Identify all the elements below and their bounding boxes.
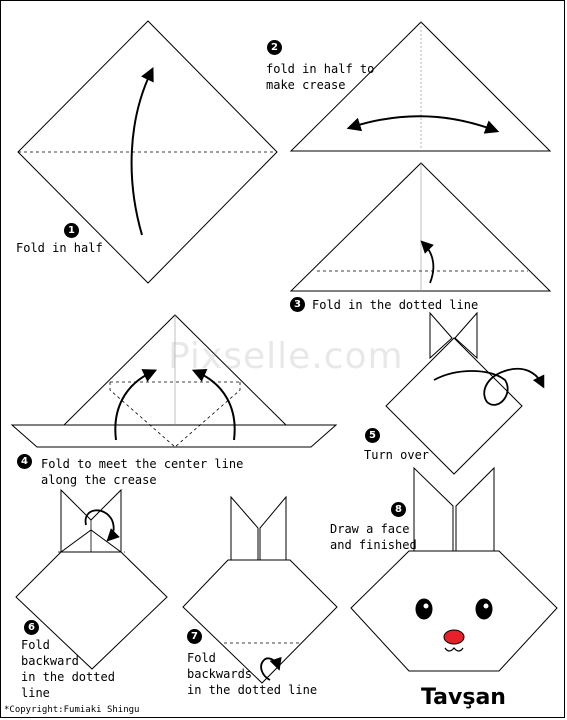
left-eye xyxy=(415,598,433,620)
step-7-fold-arrow xyxy=(260,656,282,681)
step-7-drawing xyxy=(182,495,338,684)
step-6-fold-arrow xyxy=(84,509,120,542)
step-4-drawing xyxy=(10,314,338,448)
step-5-turn-arrow xyxy=(433,367,545,406)
step-4-base-strip xyxy=(10,424,338,448)
step-3-drawing xyxy=(289,162,552,292)
step-4-dotted-fold-right xyxy=(174,382,241,448)
step-8-drawing xyxy=(350,466,558,672)
step-4-arrow-right xyxy=(191,369,236,441)
step-3-fold-arrow xyxy=(420,240,435,284)
step-3-number: 3 xyxy=(290,297,305,312)
step-4-number: 4 xyxy=(17,454,32,469)
step-7-left-ear xyxy=(230,495,259,561)
page-title: Tavşan xyxy=(421,685,506,710)
watermark-text: Pixselle.com xyxy=(168,336,404,377)
step-1-drawing xyxy=(17,20,278,284)
step-1-number: 1 xyxy=(64,223,79,238)
step-8-number: 8 xyxy=(391,502,406,517)
step-7-number: 7 xyxy=(187,629,202,644)
step-5-right-ear xyxy=(454,311,478,360)
step-4-arrow-left xyxy=(114,369,158,441)
right-eye xyxy=(475,598,493,620)
step-7-caption: Fold backwards in the dotted line xyxy=(187,651,318,697)
step-8-left-ear xyxy=(413,466,454,552)
step-5-drawing xyxy=(385,311,545,475)
step-6-drawing xyxy=(15,488,168,670)
step-6-body xyxy=(15,551,168,670)
step-6-number: 6 xyxy=(24,620,39,635)
step-2-number: 2 xyxy=(267,40,282,55)
step-3-caption: Fold in the dotted line xyxy=(312,298,479,312)
step-8-right-ear xyxy=(455,466,495,552)
step-5-number: 5 xyxy=(365,428,380,443)
step-3-triangle xyxy=(289,162,552,292)
step-8-caption: Draw a face and finished xyxy=(330,522,417,552)
step-6-caption: Fold backward in the dotted line xyxy=(21,638,115,700)
step-1-paper-square xyxy=(17,20,278,284)
step-1-caption: Fold in half xyxy=(16,241,103,255)
step-2-caption: fold in half to make crease xyxy=(266,62,375,92)
step-4-dotted-fold-left xyxy=(109,382,176,448)
mouth xyxy=(444,647,464,652)
step-2-double-arrow xyxy=(346,115,500,134)
step-2-drawing xyxy=(289,21,552,152)
step-7-right-ear xyxy=(259,495,287,561)
step-4-caption: Fold to meet the center line along the c… xyxy=(41,457,244,487)
nose xyxy=(443,629,465,645)
step-1-fold-arrow xyxy=(130,66,154,236)
step-5-left-ear xyxy=(429,311,453,360)
step-5-caption: Turn over xyxy=(364,448,430,462)
step-8-head xyxy=(350,550,558,672)
step-7-body xyxy=(182,559,338,684)
copyright-text: *Copyright:Fumiaki Shingu xyxy=(4,705,140,715)
